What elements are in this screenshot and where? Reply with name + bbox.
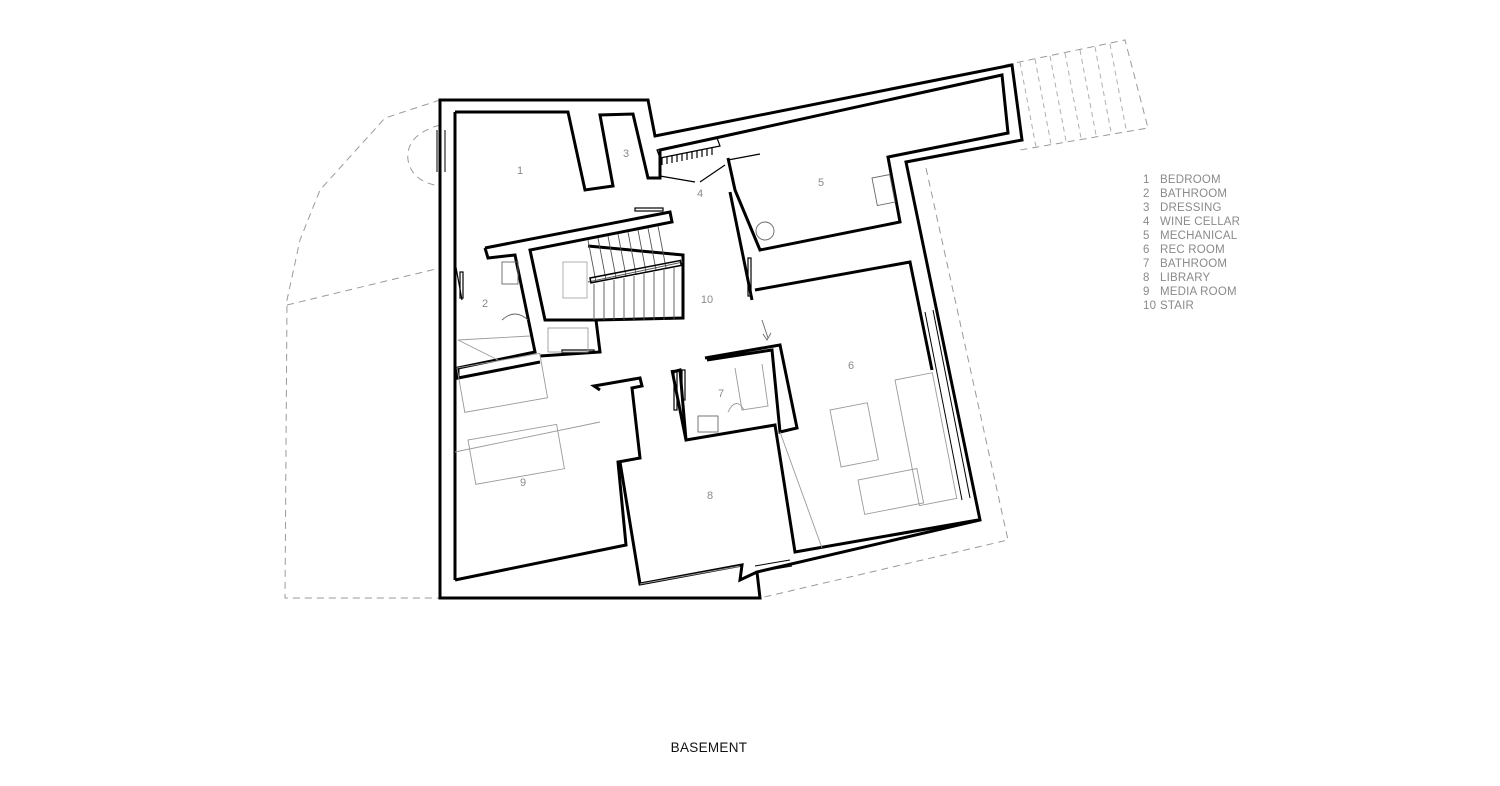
legend-number: 1 (1143, 174, 1150, 186)
legend-number: 3 (1143, 202, 1150, 214)
legend-label: WINE CELLAR (1160, 216, 1241, 228)
room-label-7: 7 (718, 388, 724, 400)
legend-item: 7 BATHROOM (1143, 257, 1240, 271)
room-label-9: 9 (520, 477, 526, 489)
room-label-5: 5 (818, 177, 824, 189)
room-label-1: 1 (517, 165, 523, 177)
wine-rack (656, 137, 721, 165)
legend-label: BATHROOM (1160, 188, 1228, 200)
site-outline (284, 39, 1149, 599)
legend-label: STAIR (1160, 300, 1195, 312)
room-label-2: 2 (482, 298, 488, 310)
legend-item: 6 REC ROOM (1143, 243, 1240, 257)
room-label-6: 6 (848, 360, 854, 372)
legend-number: 5 (1143, 230, 1150, 242)
windows (436, 130, 971, 573)
furniture (454, 174, 958, 585)
legend-item: 8 LIBRARY (1143, 271, 1240, 285)
legend-label: MEDIA ROOM (1160, 286, 1237, 298)
doors (454, 153, 761, 411)
legend-item: 2 BATHROOM (1143, 187, 1240, 201)
legend-label: MECHANICAL (1160, 230, 1238, 242)
legend-item: 1 BEDROOM (1143, 173, 1240, 187)
legend-number: 7 (1143, 258, 1150, 270)
legend-item: 3 DRESSING (1143, 201, 1240, 215)
legend-number: 10 (1143, 300, 1157, 312)
plan-title-text: BASEMENT (670, 740, 748, 755)
legend-number: 2 (1143, 188, 1150, 200)
legend-label: LIBRARY (1160, 272, 1211, 284)
room-label-10: 10 (701, 294, 713, 306)
interior-walls (453, 112, 979, 586)
room-label-4: 4 (697, 188, 703, 200)
legend-number: 8 (1143, 272, 1150, 284)
exterior-steps (1019, 43, 1127, 148)
room-labels: 1 2 3 4 5 6 7 8 9 10 (482, 148, 854, 502)
legend-item: 5 MECHANICAL (1143, 229, 1240, 243)
legend-label: BATHROOM (1160, 258, 1228, 270)
legend-label: DRESSING (1160, 202, 1222, 214)
room-label-8: 8 (707, 490, 713, 502)
legend-label: REC ROOM (1160, 244, 1225, 256)
legend-number: 4 (1143, 216, 1150, 228)
legend-number: 9 (1143, 286, 1150, 298)
plan-title: BASEMENT (0, 740, 1500, 755)
legend-number: 6 (1143, 244, 1150, 256)
room-label-3: 3 (623, 148, 629, 160)
legend-item: 4 WINE CELLAR (1143, 215, 1240, 229)
legend-label: BEDROOM (1160, 174, 1221, 186)
legend-item: 9 MEDIA ROOM (1143, 285, 1240, 299)
stair (562, 225, 684, 320)
exterior-wall (438, 63, 1024, 600)
